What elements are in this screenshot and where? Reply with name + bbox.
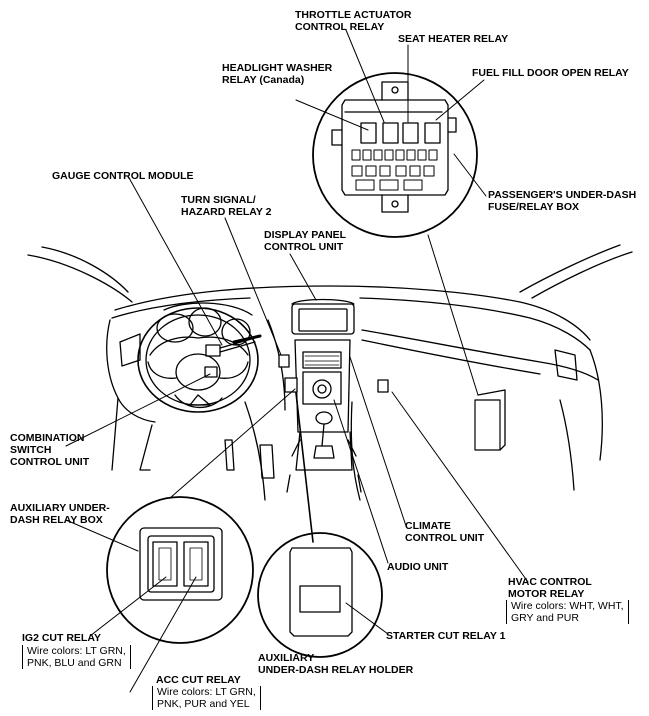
dash-relays <box>278 354 389 393</box>
label-gauge-control-module: GAUGE CONTROL MODULE <box>52 170 194 182</box>
dashboard-outline <box>106 285 603 501</box>
aux-relay-holder-detail <box>257 532 383 658</box>
label-audio-unit: AUDIO UNIT <box>387 561 449 573</box>
label-turn-signal-relay: TURN SIGNAL/HAZARD RELAY 2 <box>181 194 272 218</box>
label-ig2-cut-relay: IG2 CUT RELAY <box>22 632 101 644</box>
label-starter-cut-relay: STARTER CUT RELAY 1 <box>386 630 506 642</box>
label-seat-heater-relay: SEAT HEATER RELAY <box>398 33 509 45</box>
ig2-wire-colors: Wire colors: LT GRN,PNK, BLU and GRN <box>22 645 131 669</box>
label-acc-cut-relay: ACC CUT RELAY <box>156 674 241 686</box>
passenger-fuse-box-detail <box>312 72 478 238</box>
steering-wheel <box>137 302 262 413</box>
pedals <box>224 439 275 479</box>
acc-wire-colors: Wire colors: LT GRN,PNK, PUR and YEL <box>152 686 261 710</box>
aux-relay-box-detail <box>106 496 254 644</box>
display-panel <box>291 298 355 335</box>
label-aux-under-dash-relay-box: AUXILIARY UNDER-DASH RELAY BOX <box>10 502 110 526</box>
label-fuel-fill-door-relay: FUEL FILL DOOR OPEN RELAY <box>472 67 629 79</box>
hvac-wire-colors: Wire colors: WHT, WHT,GRY and PUR <box>506 600 629 624</box>
windshield-pillars <box>27 244 633 303</box>
leader-lines <box>65 29 529 693</box>
